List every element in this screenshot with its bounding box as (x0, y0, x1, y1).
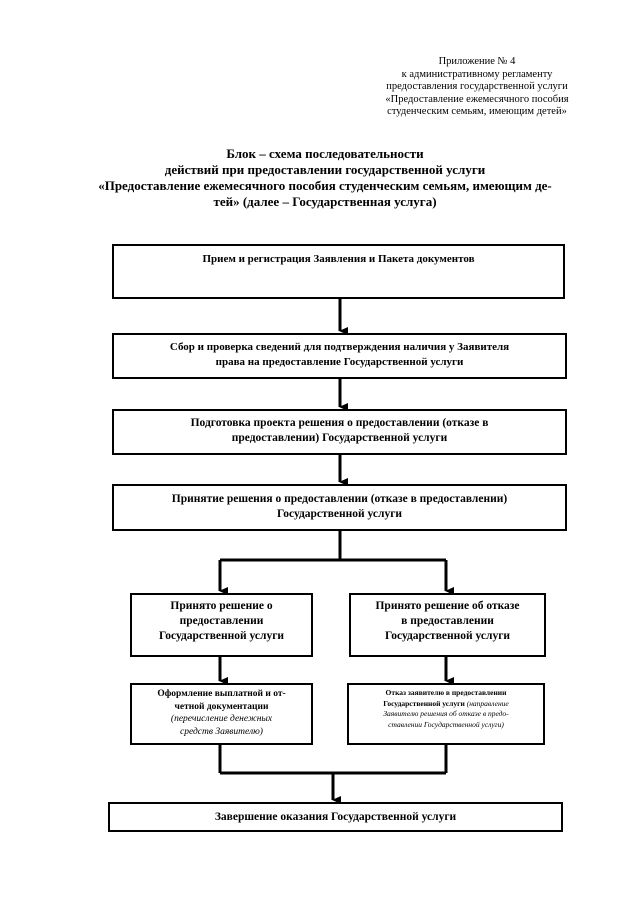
outcome-approved: Принято решение о предоставлении Государ… (130, 593, 313, 657)
appendix-note: Приложение № 4 к административному регла… (352, 56, 602, 119)
box-text-line: в предоставлении (401, 615, 494, 627)
title-line: Блок – схема последовательности (226, 146, 424, 161)
box-text-line: права на предоставление Государственной … (215, 356, 464, 368)
box-text-line-mixed: Государственной услуги (направление (349, 699, 543, 710)
box-text-line: предоставлении) Государственной услуги (231, 432, 448, 444)
step-decision: Принятие решения о предоставлении (отказ… (112, 484, 567, 531)
step-refusal-notice: Отказ заявителю в предоставлении Государ… (347, 683, 545, 745)
box-text-line: Государственной услуги (276, 508, 403, 520)
box-note-line: Заявителю решения об отказе в предо- (383, 709, 509, 718)
box-note-line: средств Заявителю) (180, 726, 263, 737)
step-completion: Завершение оказания Государственной услу… (108, 802, 563, 832)
document-title: Блок – схема последовательности действий… (50, 146, 600, 210)
outcome-refused: Принято решение об отказе в предоставлен… (349, 593, 546, 657)
box-text-line: Принятие решения о предоставлении (отказ… (171, 493, 508, 505)
step-draft-decision: Подготовка проекта решения о предоставле… (112, 409, 567, 455)
box-text-line: Оформление выплатной и от- (157, 689, 286, 699)
title-line: «Предоставление ежемесячного пособия сту… (98, 178, 552, 193)
box-text-line: четной документации (174, 701, 269, 712)
title-line: тей» (далее – Государственная услуга) (213, 194, 437, 209)
appendix-line: предоставления государственной услуги (386, 81, 568, 92)
box-text-line: Отказ заявителю в предоставлении (385, 688, 507, 697)
box-note-line: ставлении Государственной услуги) (388, 719, 504, 729)
box-text-line: предоставлении (179, 615, 264, 627)
box-text-line: Подготовка проекта решения о предоставле… (190, 417, 489, 429)
appendix-line: «Предоставление ежемесячного пособия (385, 93, 569, 105)
box-text-part: Государственной услуги (383, 698, 467, 708)
box-text-line: Сбор и проверка сведений для подтвержден… (169, 341, 510, 353)
box-text-line: Государственной услуги (384, 630, 511, 642)
box-text-line: Прием и регистрация Заявления и Пакета д… (202, 253, 475, 265)
step-reception-registration: Прием и регистрация Заявления и Пакета д… (112, 244, 565, 299)
box-text-line: Государственной услуги (158, 630, 285, 642)
title-line: действий при предоставлении государствен… (164, 162, 486, 177)
box-text-line: Завершение оказания Государственной услу… (214, 811, 457, 823)
box-note-line: (перечисление денежных (170, 714, 273, 724)
appendix-line: Приложение № 4 (438, 56, 516, 67)
appendix-line: студенческим семьям, имеющим детей» (387, 106, 567, 117)
box-note-part: (направление (466, 698, 509, 708)
step-verification: Сбор и проверка сведений для подтвержден… (112, 333, 567, 379)
box-text-line: Принято решение об отказе (375, 600, 520, 612)
box-text-line: Принято решение о (170, 600, 273, 612)
step-payment-documentation: Оформление выплатной и от- четной докуме… (130, 683, 313, 745)
appendix-line: к административному регламенту (401, 68, 553, 80)
